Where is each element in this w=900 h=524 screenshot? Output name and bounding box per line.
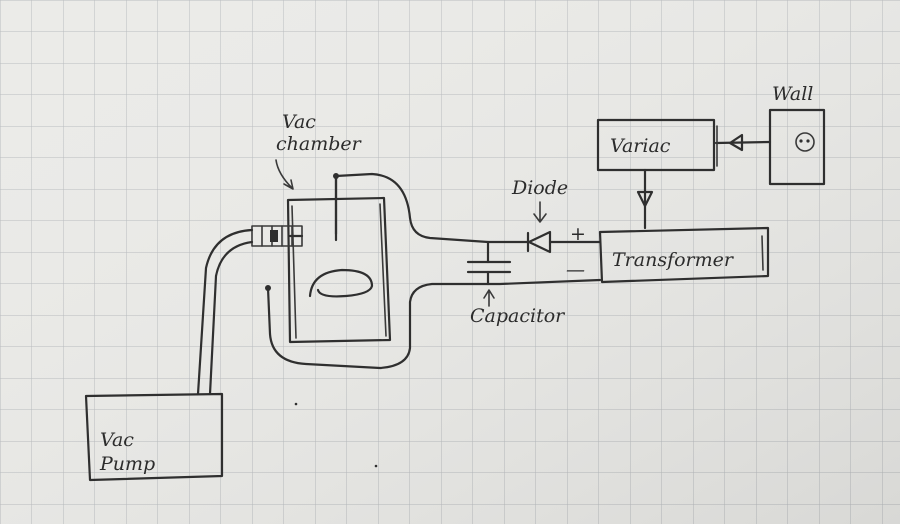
vacuum-valve [251,225,304,247]
diode-pointer-arrow [533,201,547,223]
wall-outlet: Wall [768,83,826,186]
wall-to-variac-arrow [728,133,744,152]
vac-chamber-label-1: Vac [282,111,316,133]
chamber-bottom-node [265,285,271,291]
chamber-filament [308,268,374,298]
plus-label: + [570,223,586,245]
diode-symbol: Diode [511,177,602,254]
variac-label: Variac [610,135,671,157]
vac-pump-label-1: Vac [100,429,134,451]
vac-pump: Vac Pump [84,392,224,482]
variac-box: Variac [596,118,716,172]
vac-chamber: Vac chamber [275,111,392,344]
positive-wire [334,172,530,244]
pencil-dot [374,464,378,468]
vacuum-hose-outer [196,228,254,396]
capacitor-symbol: Capacitor [466,240,566,327]
negative-wire [266,278,602,370]
vac-chamber-label-2: chamber [276,133,363,155]
vacuum-hose-inner [208,240,254,396]
vac-chamber-pointer-arrow [275,159,294,190]
transformer-label: Transformer [612,249,735,271]
capacitor-label: Capacitor [470,305,566,327]
diode-label: Diode [511,177,568,199]
capacitor-pointer-arrow [483,289,495,307]
transformer-box: Transformer [598,226,770,284]
vac-pump-label-2: Pump [99,453,155,475]
variac-to-transformer-arrow [636,190,654,208]
minus-label: — [566,259,585,281]
wall-label: Wall [772,83,813,105]
pencil-dot [294,402,298,406]
